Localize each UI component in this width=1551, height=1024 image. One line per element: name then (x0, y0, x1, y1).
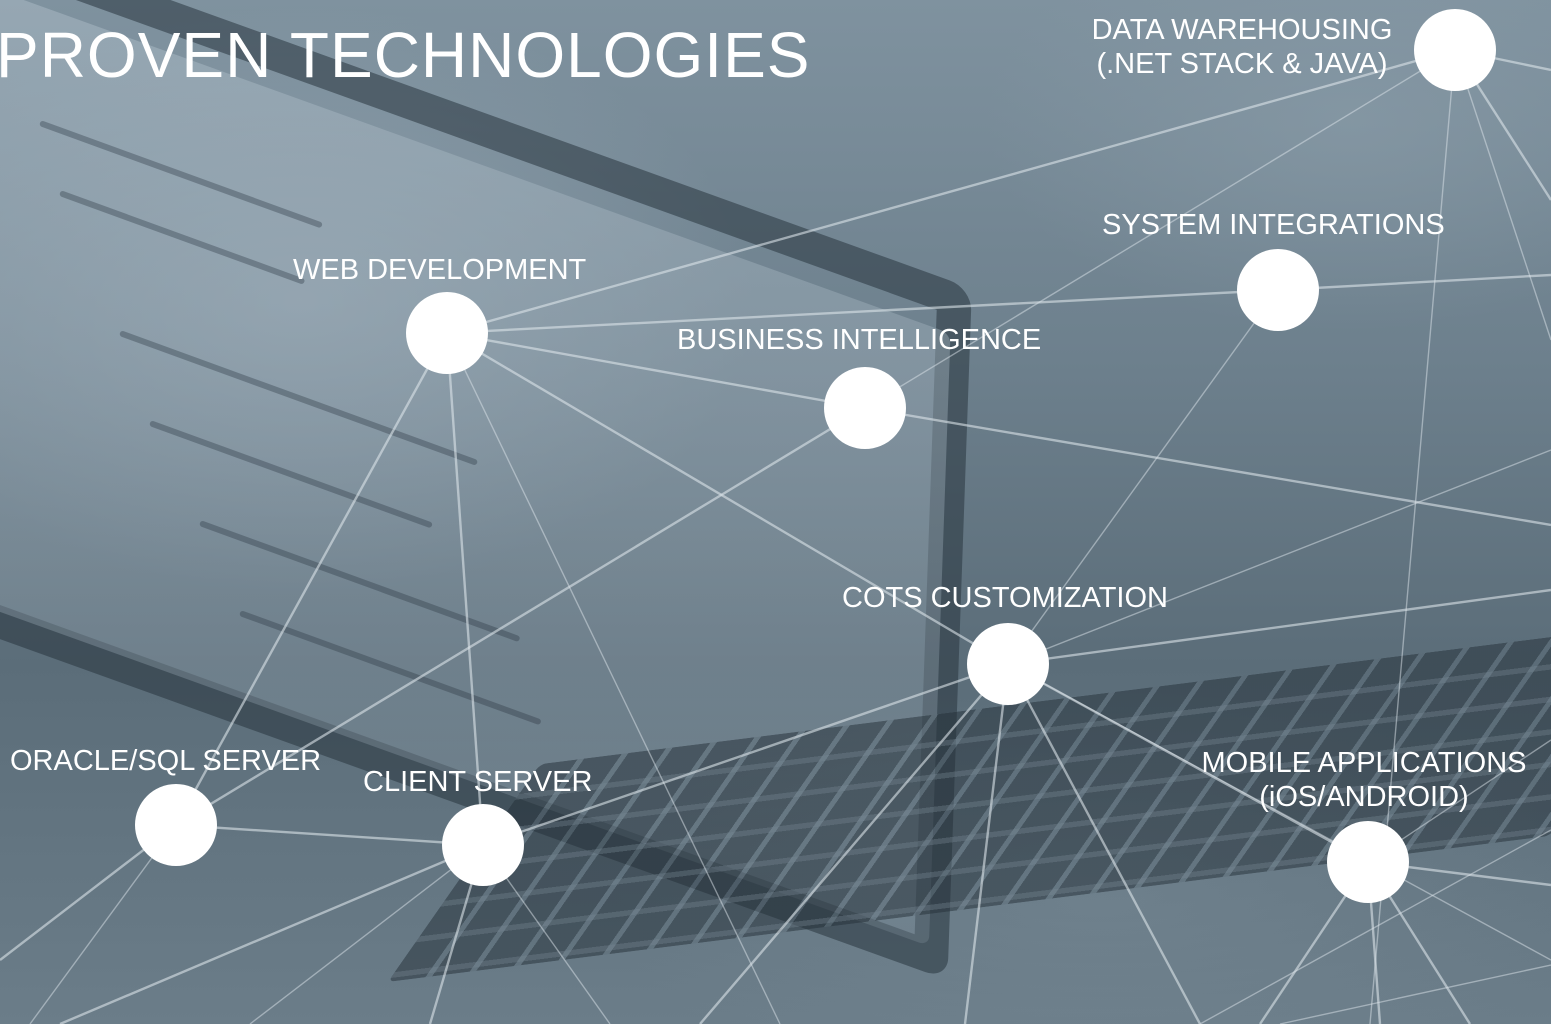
network-edge (175, 406, 866, 827)
network-edge (1199, 829, 1551, 1024)
network-edge (1454, 49, 1551, 341)
network-edge (175, 823, 484, 847)
network-edge (59, 843, 484, 1024)
network-nodes (135, 9, 1496, 903)
node-system-integrations[interactable] (1237, 249, 1319, 331)
network-edge (1007, 449, 1551, 665)
label-data-warehousing-line1: DATA WAREHOUSING (1091, 14, 1393, 46)
label-system-integrations: SYSTEM INTEGRATIONS (1102, 209, 1445, 241)
node-mobile-applications[interactable] (1327, 821, 1409, 903)
network-edge (446, 48, 1456, 335)
network-edge (1279, 964, 1551, 1024)
network-edge (699, 663, 1009, 1024)
node-cots-customization[interactable] (967, 623, 1049, 705)
label-web-development: WEB DEVELOPMENT (293, 254, 587, 286)
node-business-intelligence[interactable] (824, 367, 906, 449)
network-edge (864, 49, 1456, 409)
page-title: PROVEN TECHNOLOGIES (0, 19, 811, 91)
label-cots-customization: COTS CUSTOMIZATION (842, 582, 1168, 614)
network-edge (963, 663, 1010, 1024)
network-edge (1007, 289, 1279, 665)
network-edge (446, 288, 1279, 335)
network-edge (446, 331, 866, 410)
network-edge (1007, 663, 1551, 961)
network-edge (174, 332, 449, 826)
network-edge (446, 331, 1009, 666)
network-edge (446, 332, 781, 1024)
network-edge (29, 824, 177, 1024)
node-web-development[interactable] (406, 292, 488, 374)
network-edge (1007, 588, 1551, 666)
label-data-warehousing-line2: (.NET STACK & JAVA) (1096, 48, 1388, 80)
label-mobile-applications-line1: MOBILE APPLICATIONS (1201, 747, 1527, 779)
network-lines (0, 48, 1551, 1024)
node-client-server[interactable] (442, 804, 524, 886)
label-mobile-applications-line2: (iOS/ANDROID) (1259, 781, 1469, 813)
label-client-server: CLIENT SERVER (363, 766, 593, 798)
node-oracle-sql-server[interactable] (135, 784, 217, 866)
network-edge (482, 662, 1009, 847)
network-edge (1006, 663, 1202, 1024)
node-data-warehousing[interactable] (1414, 9, 1496, 91)
network-edge (445, 332, 485, 846)
label-business-intelligence: BUSINESS INTELLIGENCE (677, 324, 1042, 356)
label-oracle-sql-server: ORACLE/SQL SERVER (10, 745, 322, 777)
label-mobile-applications: MOBILE APPLICATIONS (iOS/ANDROID) (1186, 746, 1542, 814)
network-edge (249, 844, 484, 1024)
label-data-warehousing: DATA WAREHOUSING (.NET STACK & JAVA) (1080, 13, 1404, 81)
network-edge (1277, 273, 1551, 292)
network-edge (864, 406, 1551, 527)
